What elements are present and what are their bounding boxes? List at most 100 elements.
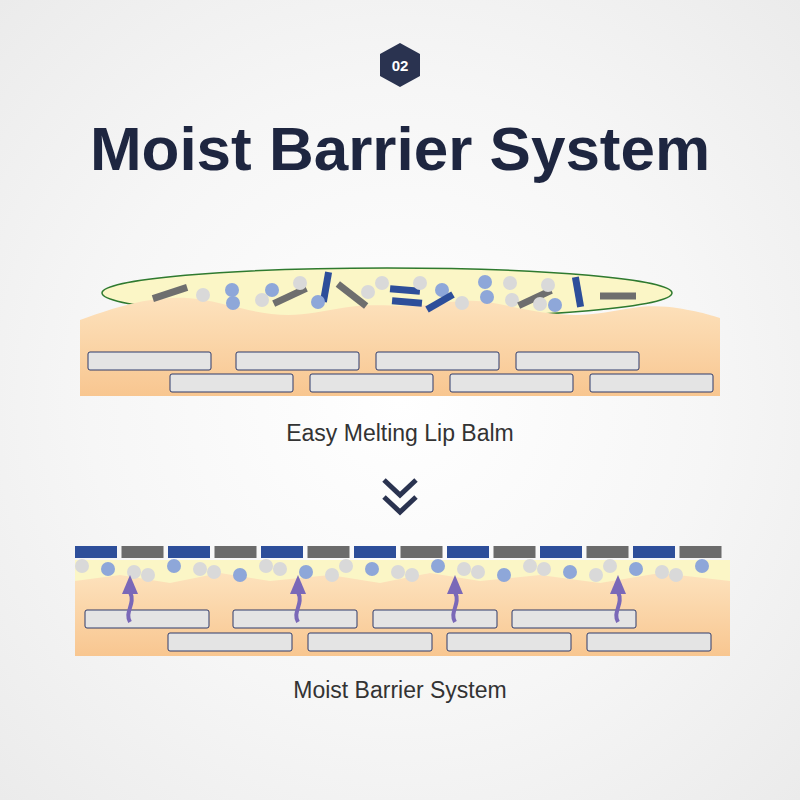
balm-particle [365, 562, 379, 576]
skin-cell [590, 374, 713, 392]
balm-particle [207, 565, 221, 579]
moisture-arrow [616, 592, 619, 622]
skin-cell [85, 610, 209, 628]
barrier-molecule [633, 546, 675, 558]
lip-balm-illustration [80, 268, 720, 396]
moisture-arrow [296, 592, 299, 622]
balm-particle [273, 562, 287, 576]
barrier-molecule [308, 546, 350, 558]
balm-particle [457, 562, 471, 576]
skin-cell [170, 374, 293, 392]
skin-cell [516, 352, 639, 370]
balm-particle [541, 278, 555, 292]
skin-cell [168, 633, 292, 651]
balm-particle [259, 559, 273, 573]
balm-particle [503, 276, 517, 290]
moisture-arrow [453, 592, 456, 622]
balm-particle [533, 297, 547, 311]
balm-particle [361, 285, 375, 299]
balm-molecule [152, 284, 188, 302]
barrier-molecule [401, 546, 443, 558]
balm-particle [75, 559, 89, 573]
balm-film [75, 560, 730, 583]
barrier-molecule [168, 546, 210, 558]
barrier-molecule [587, 546, 629, 558]
barrier-molecule [261, 546, 303, 558]
balm-molecule [572, 277, 584, 308]
balm-particle [603, 559, 617, 573]
balm-particle [193, 562, 207, 576]
barrier-molecule [215, 546, 257, 558]
balm-molecule [425, 291, 454, 312]
balm-particle [255, 293, 269, 307]
barrier-molecule [447, 546, 489, 558]
balm-particle [497, 568, 511, 582]
skin-cell [310, 374, 433, 392]
balm-particle [563, 565, 577, 579]
balm-particle [505, 293, 519, 307]
balm-particle [589, 568, 603, 582]
skin-cell [236, 352, 359, 370]
balm-particle [431, 559, 445, 573]
skin-cell [587, 633, 711, 651]
skin-layer [80, 298, 720, 396]
barrier-molecule [494, 546, 536, 558]
balm-particle [141, 568, 155, 582]
balm-molecule [600, 293, 636, 300]
title: Moist Barrier System [90, 113, 710, 184]
skin-cell [88, 352, 211, 370]
balm-particle [391, 565, 405, 579]
balm-particle [455, 296, 469, 310]
balm-particle [413, 276, 427, 290]
balm-particle [101, 562, 115, 576]
barrier-molecule [540, 546, 582, 558]
skin-cell [450, 374, 573, 392]
balm-particle [167, 559, 181, 573]
balm-particle [695, 559, 709, 573]
balm-particle [226, 296, 240, 310]
balm-particle [339, 559, 353, 573]
moisture-arrow-head [290, 575, 306, 594]
step-badge: 02 [380, 43, 420, 87]
skin-cell [376, 352, 499, 370]
balm-particle [471, 565, 485, 579]
moisture-arrow-head [447, 575, 463, 594]
balm-particle [127, 565, 141, 579]
barrier-molecule [122, 546, 164, 558]
balm-particle [655, 565, 669, 579]
balm-particle [196, 288, 210, 302]
skin-layer [75, 573, 730, 656]
balm-particle [299, 565, 313, 579]
down-chevron [384, 480, 416, 512]
barrier-molecule [680, 546, 722, 558]
balm-particle [265, 283, 279, 297]
skin-cell [447, 633, 571, 651]
moisture-arrow [128, 592, 131, 622]
barrier-molecule [354, 546, 396, 558]
balm-particle [480, 290, 494, 304]
skin-cell [373, 610, 497, 628]
balm-particle [548, 298, 562, 312]
balm-particle [405, 568, 419, 582]
balm-particle [375, 276, 389, 290]
balm-particle [669, 568, 683, 582]
hexagon [380, 43, 420, 87]
balm-particle [537, 562, 551, 576]
balm-particle [311, 295, 325, 309]
balm-particle [629, 562, 643, 576]
balm-particle [478, 275, 492, 289]
step-number: 02 [380, 43, 420, 87]
balm-particle [293, 276, 307, 290]
moisture-arrow-head [610, 575, 626, 594]
balm-particle [225, 283, 239, 297]
balm-particle [523, 559, 537, 573]
balm-particle [233, 568, 247, 582]
skin-cell [308, 633, 432, 651]
barrier-illustration [75, 546, 730, 656]
caption: Moist Barrier System [293, 677, 506, 704]
caption: Easy Melting Lip Balm [286, 420, 514, 447]
balm-molecule [392, 297, 422, 307]
barrier-molecule [75, 546, 117, 558]
balm-particle [325, 568, 339, 582]
moisture-arrow-head [122, 575, 138, 594]
